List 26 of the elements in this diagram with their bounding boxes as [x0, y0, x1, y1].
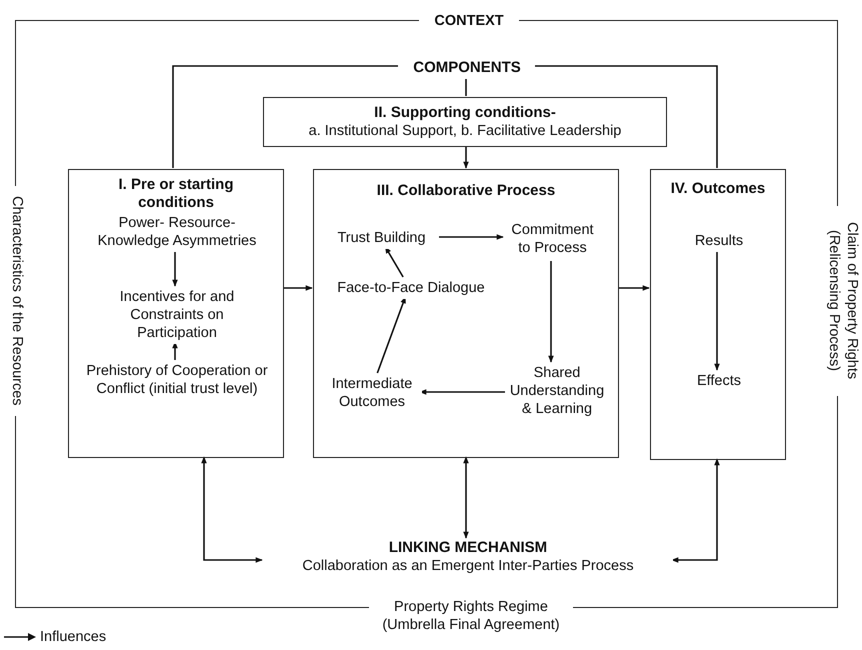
arrow	[618, 285, 650, 291]
connector-line	[172, 65, 398, 168]
section-heading: LINKING MECHANISM	[388, 539, 548, 557]
box-title: II. Supporting conditions-	[373, 104, 557, 122]
arrow	[201, 456, 263, 563]
process-box	[68, 169, 284, 458]
connector-line	[534, 65, 718, 168]
frame-bottom-label: Property Rights Regime (Umbrella Final Agreement)	[369, 598, 573, 634]
legend-text: Influences	[40, 628, 106, 646]
process-box	[313, 169, 619, 458]
arrow	[283, 285, 313, 291]
connector-line	[465, 78, 467, 96]
arrow	[463, 146, 469, 169]
arrow	[714, 250, 720, 371]
arrow	[548, 259, 554, 363]
subtitle-text: Collaboration as an Emergent Inter-Parties Process	[301, 557, 635, 575]
arrow	[437, 234, 504, 240]
process-box	[263, 97, 667, 147]
box-title: I. Pre or starting conditions	[117, 175, 235, 212]
arrow	[671, 458, 720, 563]
arrow	[172, 250, 178, 287]
process-box	[650, 169, 786, 460]
box-title: III. Collaborative Process	[376, 181, 556, 200]
arrow	[463, 456, 469, 539]
box-title: IV. Outcomes	[670, 179, 766, 198]
subtitle-text: a. Institutional Support, b. Facilitative Leadership	[308, 122, 622, 140]
